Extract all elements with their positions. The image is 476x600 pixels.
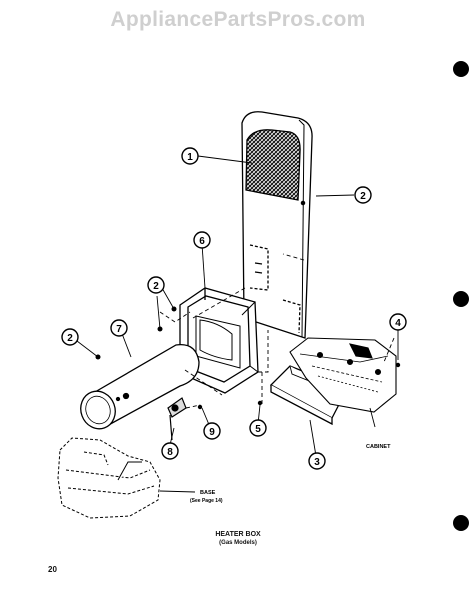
svg-text:1: 1 — [187, 152, 193, 163]
callout-3: 3 — [308, 452, 326, 470]
svg-text:6: 6 — [199, 236, 205, 247]
callout-8: 8 — [161, 442, 179, 460]
callout-7: 7 — [110, 319, 128, 337]
callout-6: 6 — [193, 231, 211, 249]
callout-9: 9 — [203, 422, 221, 440]
callout-1: 1 — [181, 147, 199, 165]
page-number: 20 — [48, 565, 57, 574]
svg-text:2: 2 — [67, 333, 73, 344]
callout-4: 4 — [389, 313, 407, 331]
callout-2-tube-screw: 2 — [61, 328, 79, 346]
svg-text:5: 5 — [255, 424, 261, 435]
watermark: AppliancePartsPros.com — [110, 8, 366, 31]
binder-holes — [453, 61, 469, 531]
assembly-lines — [159, 253, 395, 409]
cabinet — [289, 337, 397, 413]
svg-text:9: 9 — [209, 427, 215, 438]
caption-subtitle: (Gas Models) — [219, 540, 257, 546]
svg-text:2: 2 — [360, 191, 366, 202]
flame-sensor — [167, 397, 187, 441]
rear-duct-panel — [241, 111, 313, 339]
base-label: BASE — [200, 490, 216, 496]
base — [57, 437, 161, 519]
burner-tube — [80, 343, 200, 430]
callout-2-panel: 2 — [354, 186, 372, 204]
svg-text:7: 7 — [116, 324, 122, 335]
svg-text:4: 4 — [395, 318, 401, 329]
svg-text:8: 8 — [167, 447, 173, 458]
cabinet-label: CABINET — [366, 444, 391, 450]
callout-2-screws: 2 — [147, 276, 165, 294]
svg-text:3: 3 — [314, 457, 320, 468]
caption-title: HEATER BOX — [215, 531, 261, 538]
leader-lines — [76, 155, 399, 493]
svg-text:2: 2 — [153, 281, 159, 292]
base-page-ref: (See Page 14) — [190, 498, 223, 504]
callout-5: 5 — [249, 419, 267, 437]
